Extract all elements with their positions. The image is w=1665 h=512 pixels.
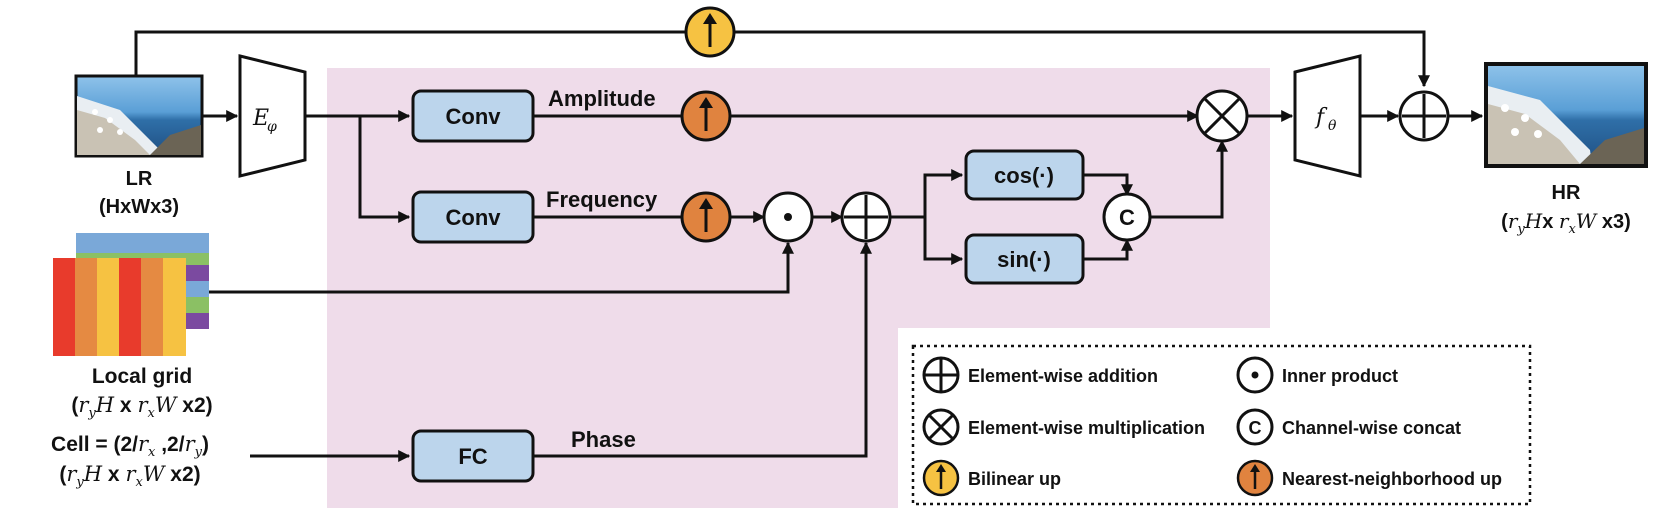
svg-text:Element-wise multiplication: Element-wise multiplication [968, 418, 1205, 438]
phase-label: Phase [571, 427, 636, 452]
legend-addition: Element-wise addition [922, 356, 1158, 394]
bilinear-up-icon [684, 6, 736, 58]
connections [134, 30, 1484, 462]
svg-text:Channel-wise concat: Channel-wise concat [1282, 418, 1461, 438]
legend-inner-product: Inner product [1236, 356, 1398, 394]
svg-text:Conv: Conv [446, 205, 502, 230]
frequency-label: Frequency [546, 187, 658, 212]
cell-size: (ryH x rxW x2) [59, 462, 200, 490]
local-grid-size: (ryH x rxW x2) [71, 393, 212, 421]
legend-bilinear-up: Bilinear up [922, 459, 1061, 497]
svg-text:Inner product: Inner product [1282, 366, 1398, 386]
svg-text:C: C [1249, 418, 1262, 438]
hr-size: (ryHx rxW x3) [1501, 209, 1631, 237]
sin-block: sin(·) [964, 233, 1085, 285]
svg-text:θ: θ [1328, 118, 1337, 134]
hr-label: HR [1552, 182, 1581, 204]
fc-block: FC [411, 429, 535, 483]
lr-image [74, 74, 204, 158]
lr-size: (HxWx3) [99, 196, 179, 218]
amplitude-label: Amplitude [548, 86, 656, 111]
legend: Element-wise addition Inner product Elem… [911, 344, 1532, 506]
multiply-icon [1195, 89, 1249, 143]
inner-product-icon [762, 191, 814, 243]
addition-phase-icon [840, 191, 892, 243]
nearest-up-frequency-icon [680, 191, 732, 243]
svg-text:cos(·): cos(·) [994, 163, 1054, 188]
addition-output-icon [1398, 90, 1450, 142]
svg-text:FC: FC [458, 444, 487, 469]
svg-text:Conv: Conv [446, 104, 502, 129]
local-grid-image [53, 233, 209, 356]
cell-label: Cell = (2/rx ,2/ry) [51, 432, 209, 460]
legend-multiplication: Element-wise multiplication [922, 408, 1205, 446]
lr-label: LR [126, 168, 153, 190]
hr-image [1484, 62, 1648, 168]
conv-frequency-block: Conv [411, 190, 535, 244]
legend-concat: C Channel-wise concat [1236, 408, 1461, 446]
legend-nearest-up: Nearest-neighborhood up [1236, 459, 1502, 497]
svg-text:E: E [252, 106, 269, 131]
svg-text:Nearest-neighborhood up: Nearest-neighborhood up [1282, 469, 1502, 489]
nearest-up-amplitude-icon [680, 90, 732, 142]
cos-block: cos(·) [964, 149, 1085, 201]
conv-amplitude-block: Conv [411, 89, 535, 143]
svg-text:Element-wise addition: Element-wise addition [968, 366, 1158, 386]
encoder-block: E φ [238, 54, 307, 178]
svg-text:φ: φ [267, 119, 277, 135]
local-grid-label: Local grid [92, 365, 192, 388]
svg-text:Bilinear up: Bilinear up [968, 469, 1061, 489]
svg-text:C: C [1119, 205, 1135, 230]
svg-text:sin(·): sin(·) [997, 247, 1051, 272]
decoder-block: f θ [1293, 54, 1362, 178]
concat-icon: C [1102, 192, 1152, 242]
